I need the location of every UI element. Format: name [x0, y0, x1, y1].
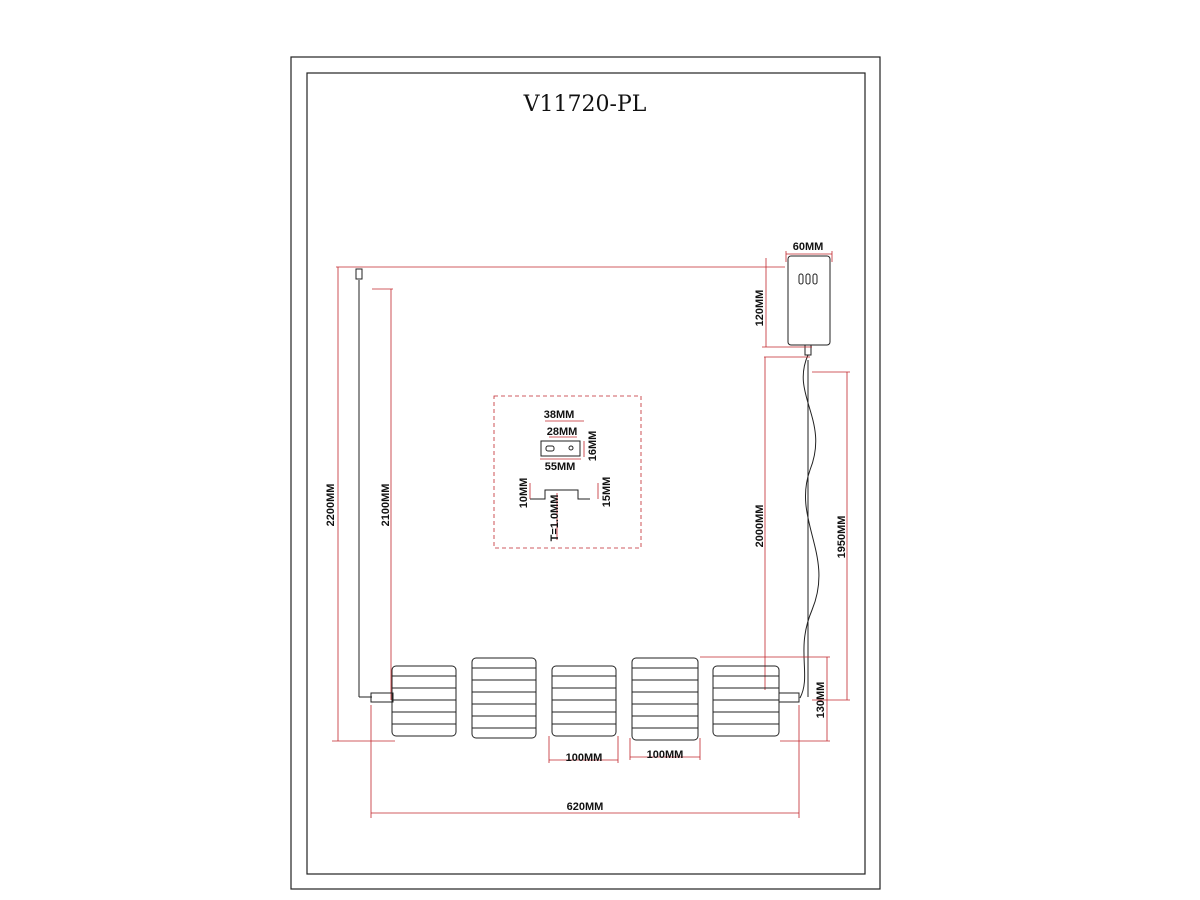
dim-overall-height-label: 2200MM [325, 484, 337, 527]
drawing-title: V11720-PL [523, 92, 647, 117]
bracket-d4-label: 55MM [545, 461, 576, 473]
light-bar-right-end [778, 692, 800, 703]
crystal-shade-2 [471, 657, 537, 739]
light-bar-left-end [370, 692, 394, 703]
dim-shade-width-b-label: 100MM [647, 749, 684, 761]
bracket-d5-label: 10MM [518, 478, 530, 509]
dim-canopy-height-label: 120MM [754, 290, 766, 327]
canopy-slot-2 [805, 273, 811, 285]
dim-cable-height-label: 2100MM [380, 484, 392, 527]
bracket-d2-label: 28MM [547, 426, 578, 438]
bracket-profile [530, 489, 590, 500]
bracket-hole [568, 445, 574, 451]
dim-canopy-width-label: 60MM [793, 241, 824, 253]
bracket-slot [545, 445, 555, 452]
bracket-detail-box [493, 395, 642, 549]
bracket-thickness-label: T=1.0MM [549, 495, 561, 542]
crystal-shade-5 [712, 665, 780, 737]
bracket-d1-label: 38MM [544, 409, 575, 421]
dim-body-height-label: 130MM [815, 682, 827, 719]
left-suspension-cap [355, 268, 363, 280]
bracket-plate [540, 440, 581, 457]
canopy-body [787, 255, 831, 346]
bracket-d6-label: 15MM [601, 477, 613, 508]
dim-wire-length-label: 2000MM [754, 505, 766, 548]
outer-frame [290, 56, 881, 890]
dim-shade-width-a-label: 100MM [566, 752, 603, 764]
crystal-shade-3 [551, 665, 617, 737]
crystal-shade-4 [631, 657, 699, 741]
bracket-d3-label: 16MM [587, 431, 599, 462]
inner-frame [306, 72, 866, 875]
canopy-cable-outlet [804, 344, 812, 356]
dim-drop-height-label: 1950MM [836, 516, 848, 559]
power-cord [799, 354, 820, 699]
dim-overall-length-label: 620MM [567, 801, 604, 813]
canopy-slot-3 [812, 273, 818, 285]
crystal-shade-1 [391, 665, 457, 737]
canopy-slot-1 [798, 273, 804, 285]
